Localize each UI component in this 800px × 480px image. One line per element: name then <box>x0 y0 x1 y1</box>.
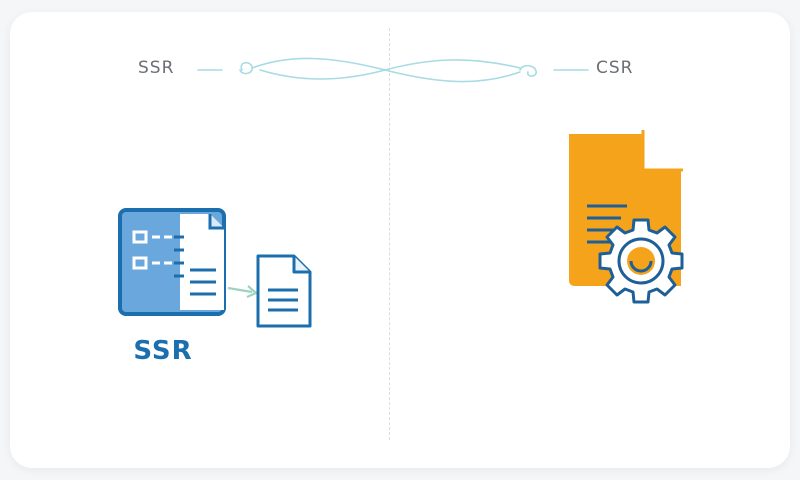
header-csr-label: CSR <box>596 58 634 78</box>
csr-illustration <box>569 130 684 304</box>
document-gear-icon <box>569 130 684 304</box>
arrow-icon <box>227 285 259 299</box>
header-ssr-label: SSR <box>138 58 175 78</box>
server-page-icon <box>118 208 226 316</box>
ssr-caption: SSR <box>133 336 193 366</box>
header-ornament <box>197 57 589 83</box>
document-icon <box>256 254 312 328</box>
center-divider <box>389 28 390 440</box>
ssr-illustration <box>118 208 312 328</box>
